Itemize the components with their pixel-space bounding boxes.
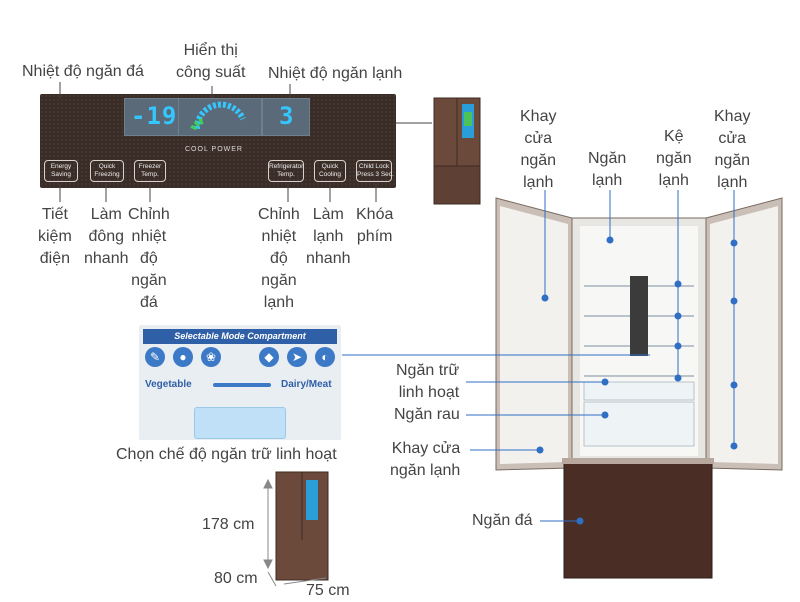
label-door-tray-right: Khay cửa ngăn lạnh [714, 108, 751, 191]
power-meter-display [178, 98, 262, 136]
vegetable-label: Vegetable [145, 379, 192, 390]
label-quick-cool: Làm lạnh nhanh [306, 206, 351, 267]
label-fridge-compartment: Ngăn lạnh [588, 150, 627, 189]
dimension-depth: 80 cm [214, 570, 258, 587]
mode-card-header: Selectable Mode Compartment [143, 329, 337, 344]
label-shelf: Kệ ngăn lạnh [656, 128, 692, 189]
grapes-icon: ❀ [201, 347, 221, 367]
label-door-tray-left: Khay cửa ngăn lạnh [520, 108, 557, 191]
label-fridge-adjust: Chỉnh nhiệt độ ngăn lạnh [258, 206, 300, 311]
fridge-display: 3 [262, 98, 310, 136]
label-freezer: Ngăn đá [472, 512, 533, 529]
label-energy-saving: Tiết kiệm điện [38, 206, 72, 267]
label-flex-storage: Ngăn trữ linh hoạt [396, 362, 460, 401]
freezer-temp-value: -19 [131, 102, 178, 130]
cool-power-label: COOL POWER [185, 146, 243, 153]
dimension-width: 75 cm [306, 582, 350, 599]
label-quick-freeze: Làm đông nhanh [84, 206, 129, 267]
label-vegetable-drawer: Ngăn rau [394, 406, 460, 423]
cheese-icon: ◐ [315, 347, 335, 367]
label-door-tray-bottom: Khay cửa ngăn lạnh [390, 440, 461, 479]
flex-drawer-icon [194, 407, 286, 439]
dairy-meat-label: Dairy/Meat [281, 379, 332, 390]
quick-freezing-button[interactable]: Quick Freezing [90, 160, 124, 182]
control-panel: -19 3 COOL POWER Energy Saving Quick Fre… [40, 94, 396, 188]
fridge-temp-value: 3 [279, 102, 295, 130]
fish-icon: ➤ [287, 347, 307, 367]
power-meter-icon [190, 101, 246, 131]
freezer-temp-button[interactable]: Freezer Temp. [134, 160, 166, 182]
label-power-display: Hiển thị công suất [176, 42, 246, 81]
mode-card-caption: Chọn chế độ ngăn trữ linh hoạt [116, 446, 337, 463]
meat-icon: ◆ [259, 347, 279, 367]
refrigerator-temp-button[interactable]: Refrigerator Temp. [268, 160, 304, 182]
label-freezer-adjust: Chỉnh nhiệt độ ngăn đá [128, 206, 170, 311]
selectable-mode-card: Selectable Mode Compartment ✎ ● ❀ ◆ ➤ ◐ … [139, 325, 341, 440]
quick-cooling-button[interactable]: Quick Cooling [314, 160, 346, 182]
carrot-icon: ✎ [145, 347, 165, 367]
child-lock-button[interactable]: Child Lock Press 3 Sec. [356, 160, 394, 182]
tomato-icon: ● [173, 347, 193, 367]
mode-slider[interactable] [213, 383, 271, 387]
dimension-height: 178 cm [202, 516, 255, 533]
label-fridge-temp: Nhiệt độ ngăn lạnh [268, 65, 403, 82]
label-child-lock: Khóa phím [356, 206, 394, 245]
energy-saving-button[interactable]: Energy Saving [44, 160, 78, 182]
label-freezer-temp: Nhiệt độ ngăn đá [22, 63, 144, 80]
